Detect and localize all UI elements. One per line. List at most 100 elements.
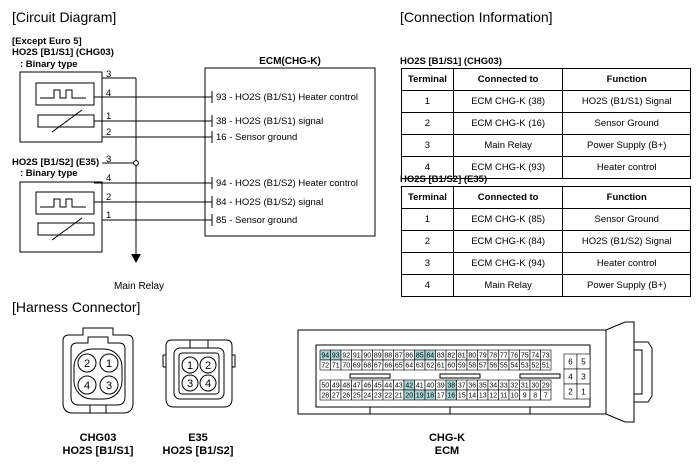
e35-pin-label: 3: [187, 378, 193, 390]
table-row: 3 Main Relay Power Supply (B+): [401, 134, 691, 157]
chg03-pin-label: 1: [106, 358, 112, 370]
ecm-pin-label: 87: [395, 353, 403, 360]
table-row: 2 ECM CHG-K (84) HO2S (B1/S2) Signal: [401, 230, 691, 253]
table-cell: ECM CHG-K (38): [452, 90, 564, 113]
e35-pin-2: [199, 356, 217, 374]
ecm-pin-cell: [540, 389, 552, 401]
table2-header-terminal: Terminal: [401, 186, 454, 209]
sensor1-heater-symbol: [40, 89, 86, 99]
ecm-pin-label: 51: [542, 363, 550, 370]
ecm-pin-label: 54: [510, 363, 518, 370]
ecm-pin-label: 49: [332, 383, 340, 390]
ecm-pin-label: 58: [468, 363, 476, 370]
ecm-pin-label: 33: [500, 383, 508, 390]
harness-connector-title: [Harness Connector]: [12, 299, 141, 315]
table-cell: 3: [401, 134, 454, 157]
ecm-caption-name: ECM: [434, 445, 460, 457]
chg03-pin-label: 2: [84, 358, 90, 370]
ecm-pin-label: 14: [468, 393, 476, 400]
table-cell: Sensor Ground: [562, 208, 691, 231]
chg03-caption-name: HO2S [B1/S1]: [62, 445, 134, 457]
ecm-pin-label: 88: [384, 353, 392, 360]
ecm-pin-label: 9: [523, 393, 527, 400]
sensor1-element: [37, 114, 95, 128]
table-row: 1 ECM CHG-K (85) Sensor Ground: [401, 208, 691, 231]
ecm-pin-label: 78: [489, 353, 497, 360]
sensor1-pin-4: 4: [106, 88, 111, 99]
ecm-pin-label: 93: [332, 353, 340, 360]
ecm-pin-label: 57: [479, 363, 487, 370]
ecm-pin-label: 21: [395, 393, 403, 400]
ecm-pin-label: 64: [405, 363, 413, 370]
ecm-pin-label: 82: [447, 353, 455, 360]
ecm-pin-label: 26: [342, 393, 350, 400]
sensor1-heater-box: [35, 82, 95, 106]
table-cell: ECM CHG-K (94): [452, 252, 564, 275]
sensor1-pin-2: 2: [106, 127, 111, 138]
ecm-pin-label: 76: [510, 353, 518, 360]
sensor2-box: [19, 181, 103, 253]
table-cell: 2: [401, 230, 454, 253]
ecm-pin-cell: [540, 359, 552, 371]
ecm-side-pin-label: 6: [568, 358, 573, 367]
e35-pin-label: 4: [205, 378, 211, 390]
sensor2-type: : Binary type: [20, 168, 78, 179]
ecm-caption-code: CHG-K: [428, 432, 466, 444]
table-cell: Sensor Ground: [562, 112, 691, 135]
ecm-pin-label: 80: [468, 353, 476, 360]
table-cell: Main Relay: [452, 274, 564, 297]
ecm-pin-label: 63: [416, 363, 424, 370]
ecm-pin-label: 94: [321, 353, 329, 360]
ecm-title: ECM(CHG-K): [259, 56, 321, 67]
ecm-pin-label: 24: [363, 393, 371, 400]
sensor2-pin-1: 1: [106, 210, 111, 221]
ecm-connector-body: [297, 329, 607, 415]
ecm-pin-label: 70: [342, 363, 350, 370]
ecm-pin-label: 52: [531, 363, 539, 370]
ecm-pin-label: 23: [374, 393, 382, 400]
e35-caption-code: E35: [188, 432, 208, 444]
ecm-pin-label: 35: [479, 383, 487, 390]
e35-pin-3: [181, 374, 199, 392]
ecm-pin-label: 10: [510, 393, 518, 400]
table-cell: 4: [401, 156, 454, 179]
ecm-pin-84-label: 84 - HO2S (B1/S2) signal: [216, 197, 323, 208]
ecm-pin-label: 55: [500, 363, 508, 370]
sensor2-variable-arrow: [51, 217, 83, 241]
ecm-pin-label: 77: [500, 353, 508, 360]
table-cell: HO2S (B1/S2) Signal: [562, 230, 691, 253]
ecm-side-pin-cell: [576, 383, 591, 400]
table-cell: Heater control: [562, 156, 691, 179]
ecm-pin-label: 38: [447, 383, 455, 390]
ecm-pin-label: 44: [384, 383, 392, 390]
ecm-pin-label: 40: [426, 383, 434, 390]
splice-junction: [133, 160, 139, 166]
table-cell: Power Supply (B+): [562, 134, 691, 157]
main-relay-label: Main Relay: [114, 281, 164, 292]
ecm-pin-label: 81: [458, 353, 466, 360]
table-cell: 3: [401, 252, 454, 275]
table-cell: ECM CHG-K (16): [452, 112, 564, 135]
ecm-pin-label: 12: [489, 393, 497, 400]
ecm-pin-label: 20: [405, 393, 413, 400]
ecm-pin-label: 73: [542, 353, 550, 360]
except-euro5-note: [Except Euro 5]: [12, 36, 82, 47]
table2-header-connected: Connected to: [452, 186, 564, 209]
ecm-pin-label: 75: [521, 353, 529, 360]
table-cell: ECM CHG-K (84): [452, 230, 564, 253]
ecm-pin-label: 62: [426, 363, 434, 370]
table-row: 1 ECM CHG-K (38) HO2S (B1/S1) Signal: [401, 90, 691, 113]
ecm-pin-label: 43: [395, 383, 403, 390]
table2-header-function: Function: [562, 186, 691, 209]
table1-header-function: Function: [562, 68, 691, 91]
table-cell: Power Supply (B+): [562, 274, 691, 297]
ecm-box: [204, 67, 376, 237]
sensor2-heater-symbol: [40, 198, 86, 208]
e35-caption-name: HO2S [B1/S2]: [162, 445, 234, 457]
ecm-pin-85-label: 85 - Sensor ground: [216, 215, 297, 226]
ecm-pin-label: 39: [437, 383, 445, 390]
ecm-pin-label: 53: [521, 363, 529, 370]
ecm-pin-label: 45: [374, 383, 382, 390]
